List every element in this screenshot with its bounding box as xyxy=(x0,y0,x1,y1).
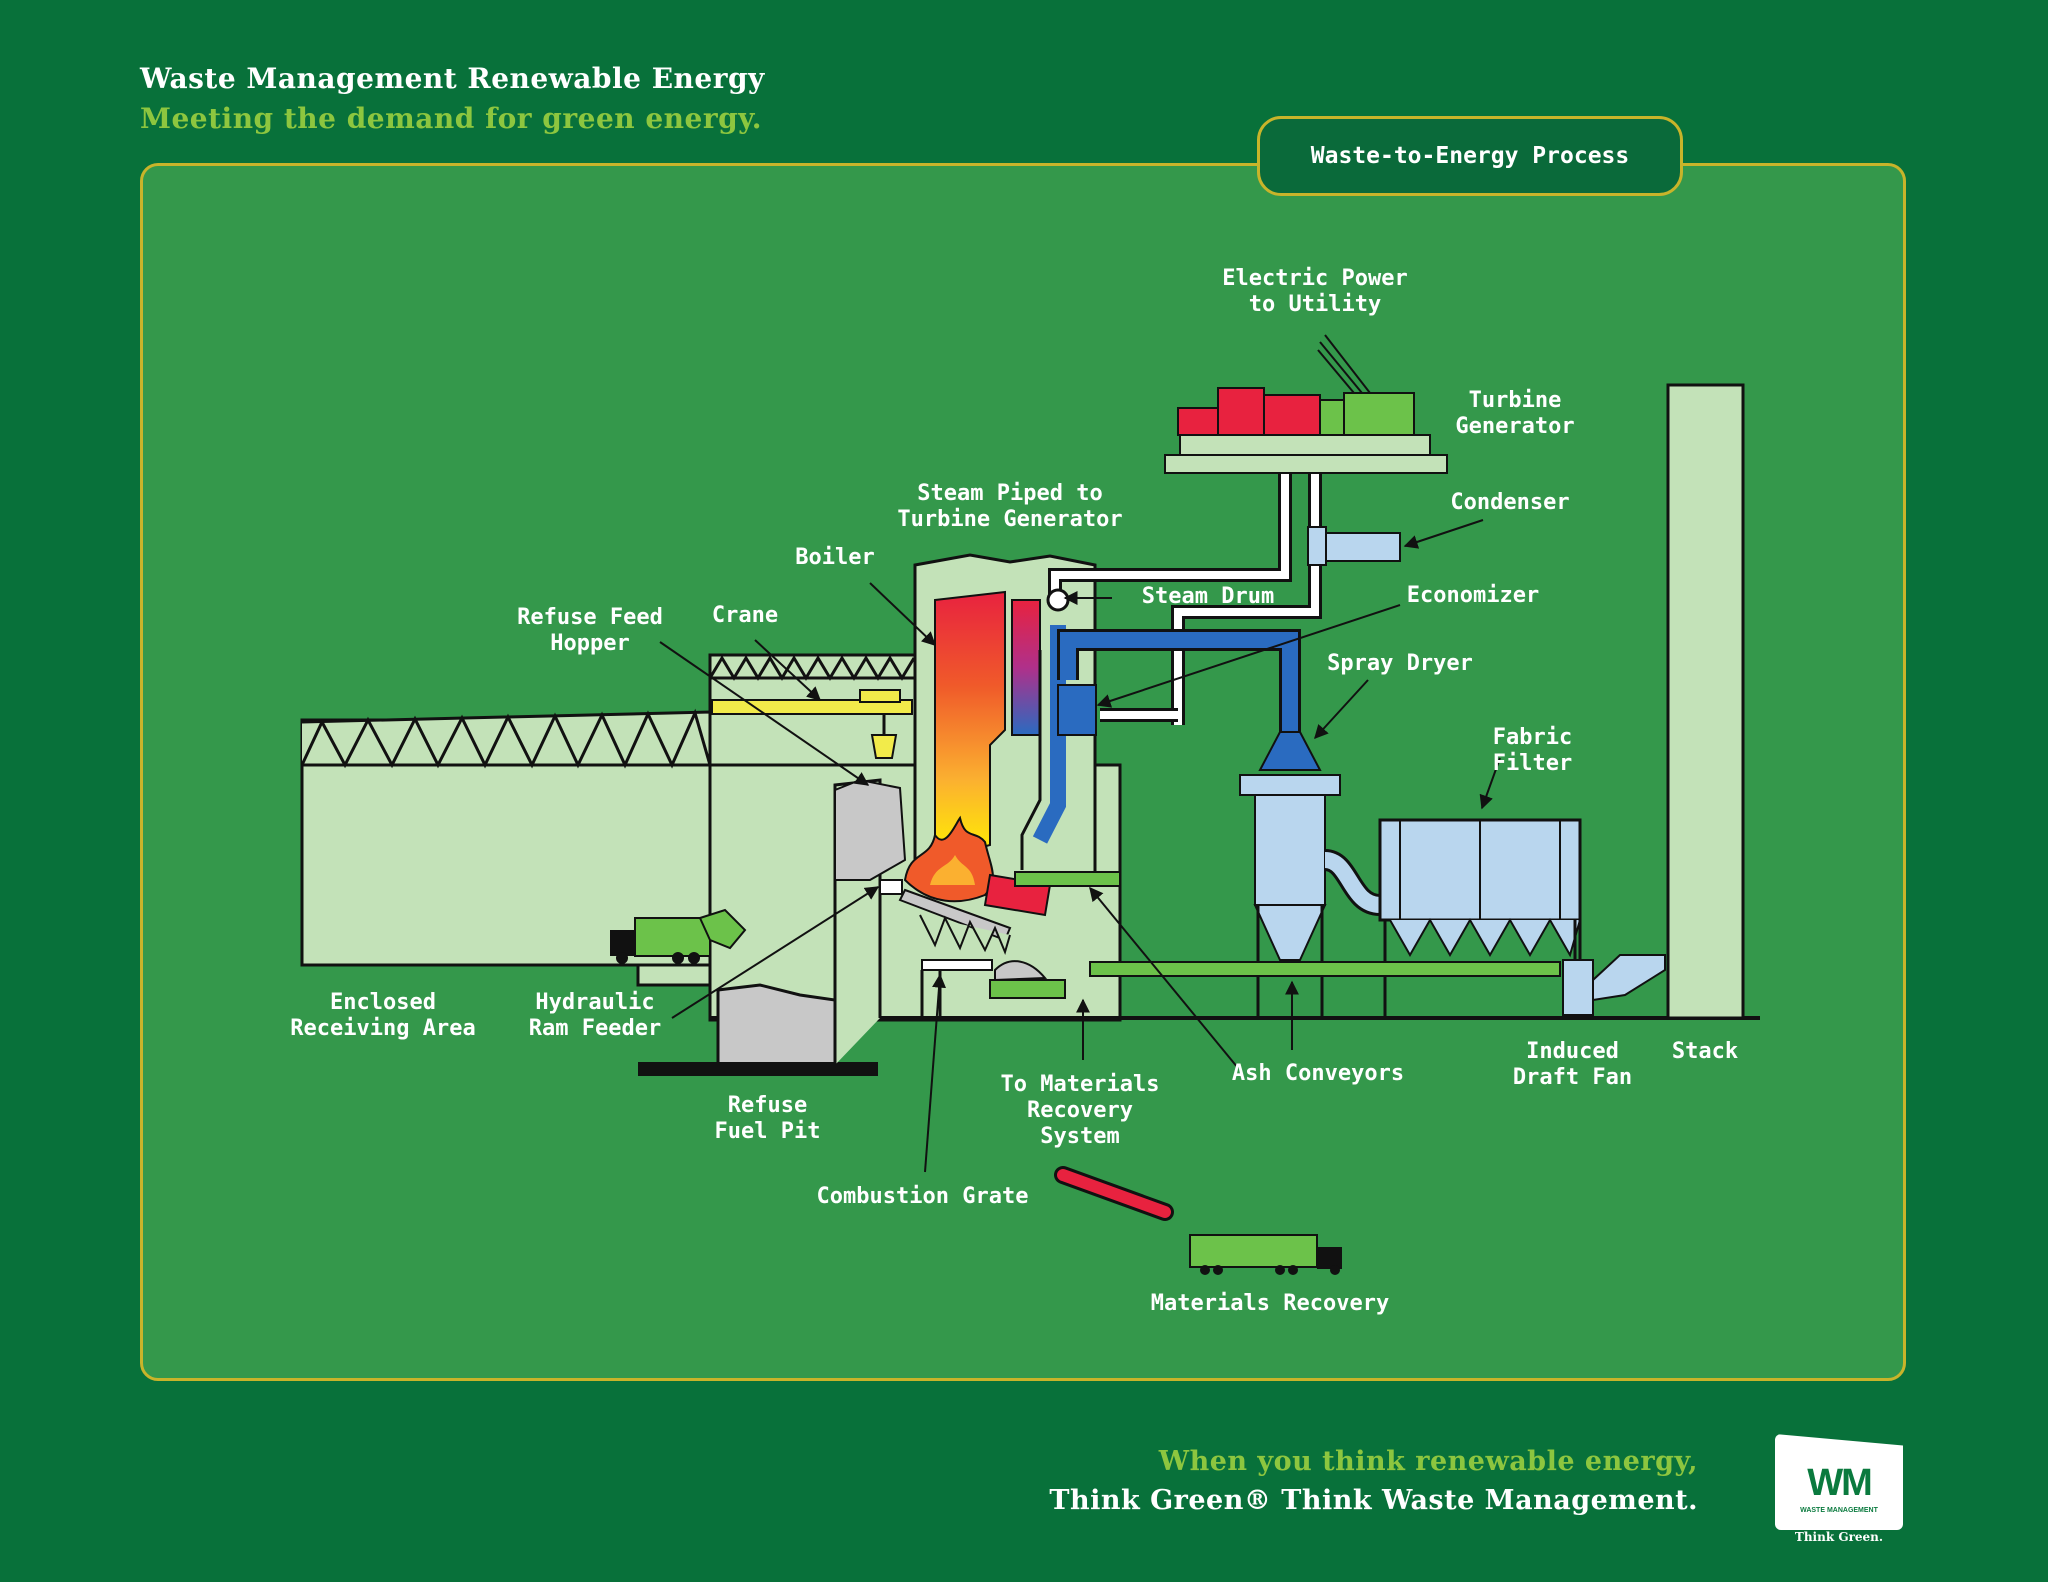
label-stack: Stack xyxy=(1671,1039,1739,1064)
label-refuse-feed-hopper: Refuse Feed Hopper xyxy=(517,605,663,656)
label-materials-recovery: Materials Recovery xyxy=(1150,1291,1390,1316)
label-boiler: Boiler xyxy=(795,545,875,570)
label-turbine-generator: Turbine Generator xyxy=(1455,388,1575,439)
stack xyxy=(1666,383,1745,1020)
label-induced-draft-fan: Induced Draft Fan xyxy=(1512,1039,1633,1090)
footer-slogan: Think Green® Think Waste Management. xyxy=(1049,1485,1698,1516)
label-electric-power: Electric Power to Utility xyxy=(1222,266,1408,317)
label-economizer: Economizer xyxy=(1406,583,1540,608)
label-ash-conveyors: Ash Conveyors xyxy=(1231,1061,1405,1086)
label-combustion-grate: Combustion Grate xyxy=(816,1184,1029,1209)
boiler-tower xyxy=(903,553,1097,917)
label-steam-drum: Steam Drum xyxy=(1141,584,1275,609)
spray-dryer xyxy=(1239,731,1341,1018)
fabric-filter xyxy=(1323,818,1600,1018)
logo-company-name: WASTE MANAGEMENT xyxy=(1800,1507,1878,1514)
induced-draft-fan xyxy=(1562,954,1666,1016)
process-tab: Waste-to-Energy Process xyxy=(1257,116,1683,196)
label-to-materials-recovery: To Materials Recovery System xyxy=(1000,1072,1160,1149)
logo-mark: WM xyxy=(1807,1462,1873,1504)
page-subtitle: Meeting the demand for green energy. xyxy=(140,102,762,135)
wm-logo: WM WASTE MANAGEMENT xyxy=(1775,1434,1903,1530)
ash-conveyor xyxy=(1089,961,1561,977)
page-title: Waste Management Renewable Energy xyxy=(140,62,765,95)
refuse-fuel-pit xyxy=(636,778,907,1076)
label-spray-dryer: Spray Dryer xyxy=(1327,651,1473,676)
label-refuse-fuel-pit: Refuse Fuel Pit xyxy=(714,1093,821,1144)
boiler-riser xyxy=(1011,599,1041,736)
economizer xyxy=(1057,684,1097,736)
roof-truss xyxy=(300,708,712,769)
label-steam-piped: Steam Piped to Turbine Generator xyxy=(897,481,1123,532)
condenser xyxy=(1307,526,1401,566)
flue-gas-duct xyxy=(1057,629,1301,740)
label-condenser: Condenser xyxy=(1450,490,1570,515)
garbage-truck xyxy=(610,908,747,964)
combustion-grate xyxy=(879,871,1121,1018)
steam-drum xyxy=(1046,588,1070,612)
label-crane: Crane xyxy=(711,603,779,628)
leader-arrows xyxy=(659,519,1501,1173)
turbine-generator xyxy=(1164,334,1448,474)
label-fabric-filter: Fabric Filter xyxy=(1492,725,1573,776)
logo-tagline: Think Green. xyxy=(1794,1530,1884,1544)
label-hydraulic-ram: Hydraulic Ram Feeder xyxy=(528,990,662,1041)
materials-recovery xyxy=(1054,1166,1342,1275)
footer-tagline: When you think renewable energy, xyxy=(1158,1446,1698,1477)
label-enclosed-receiving: Enclosed Receiving Area xyxy=(290,990,476,1041)
crane-bay xyxy=(708,653,922,767)
